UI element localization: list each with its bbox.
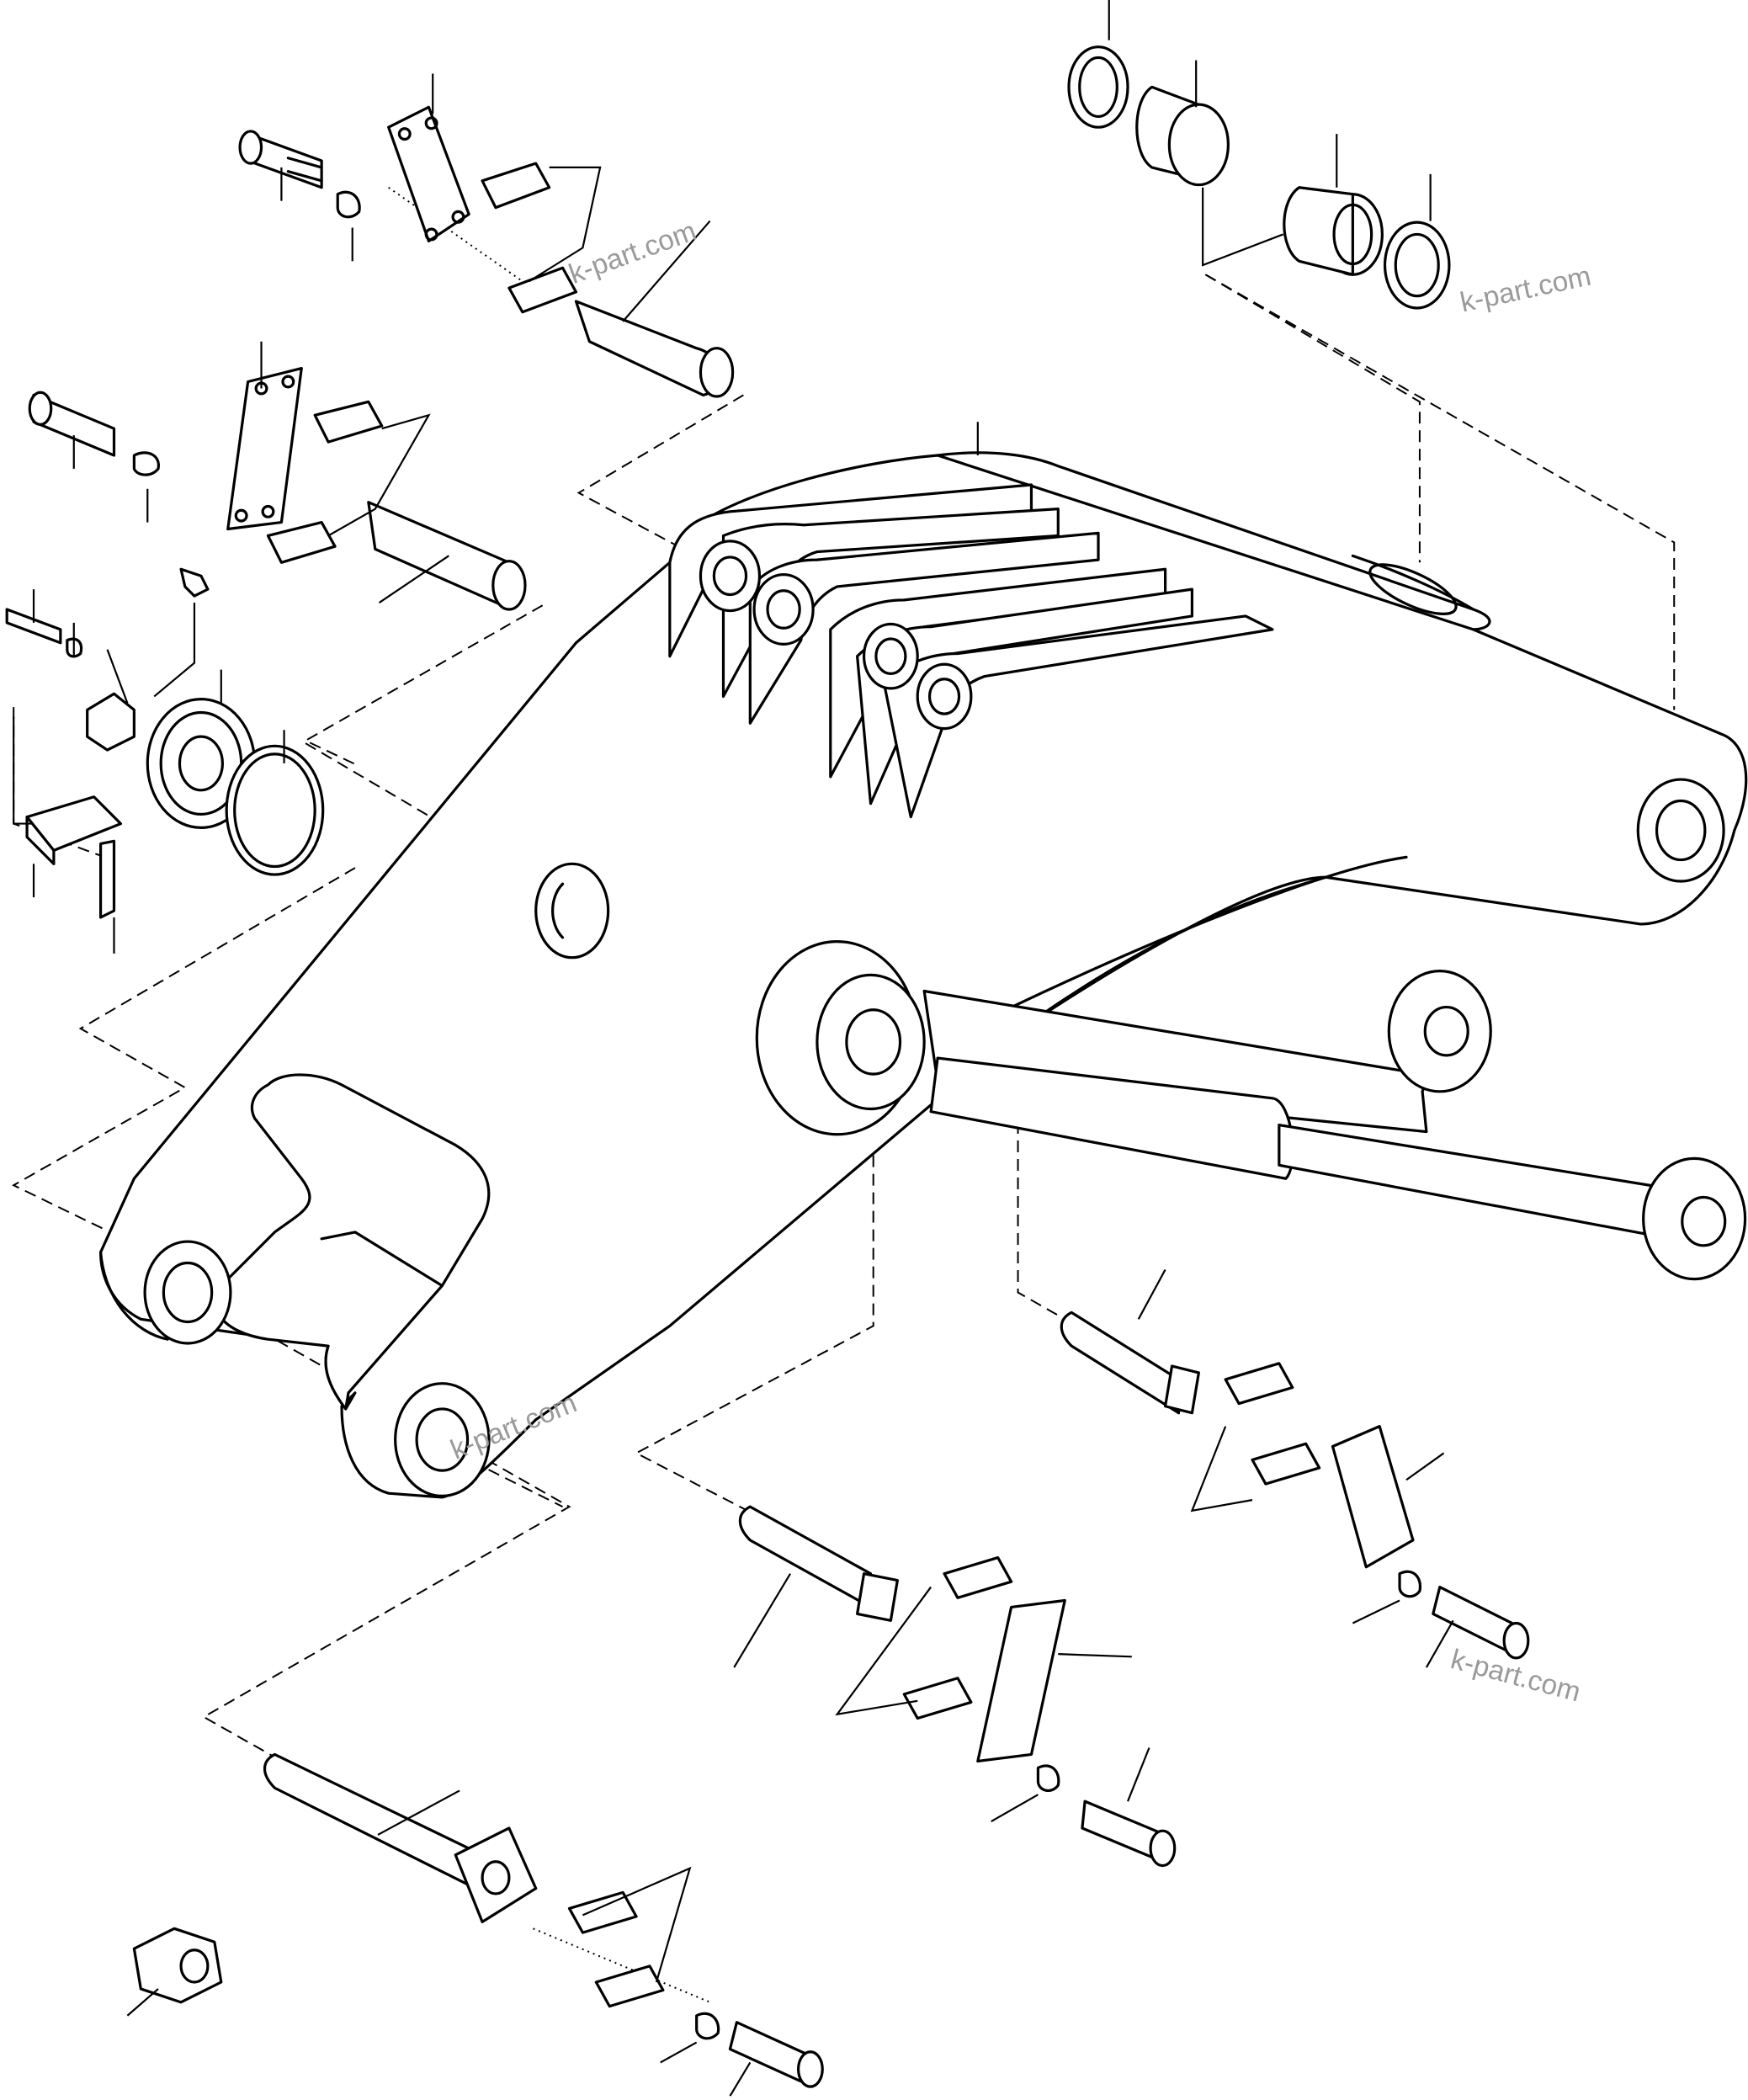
pin-group-2 [29,369,525,609]
hydraulic-cylinder [757,942,1745,1279]
boom-lugs [670,485,1272,817]
pin-group-3 [1061,1312,1528,1658]
watermark-text: k-part.com [565,215,700,290]
leader-lines [13,0,1453,2096]
watermark-text: k-part.com [1458,261,1594,319]
bushing-set [1069,47,1449,308]
hex-nut [134,1928,220,2002]
pin-group-5 [265,1754,823,2087]
pin-group-1 [240,107,733,396]
pin-group-4 [740,1507,1174,1865]
washer [536,864,608,957]
bearing-group [7,569,323,917]
boom-arm [101,453,1746,1497]
